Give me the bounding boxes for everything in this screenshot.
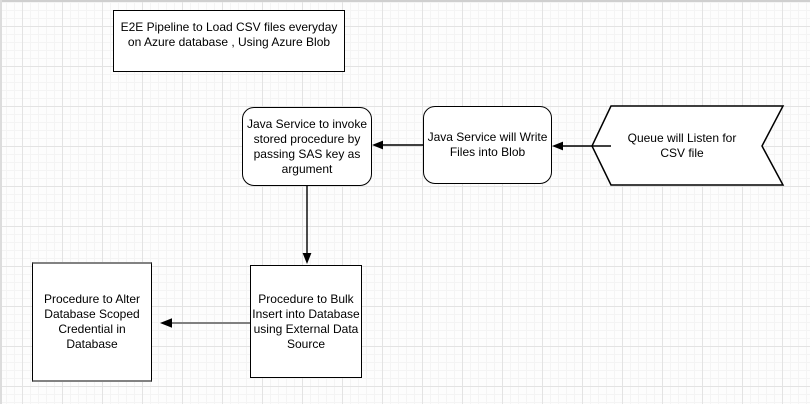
node-java-write-blob[interactable]: Java Service will Write Files into Blob [423, 106, 552, 184]
node-java-write-blob-label: Java Service will Write Files into Blob [427, 130, 548, 159]
node-java-invoke-procedure[interactable]: Java Service to invoke stored procedure … [242, 107, 372, 186]
node-pipeline-title[interactable]: E2E Pipeline to Load CSV files everyday … [113, 10, 345, 72]
node-alter-credential-procedure[interactable]: Procedure to Alter Database Scoped Crede… [32, 262, 152, 382]
node-bulk-insert-procedure[interactable]: Procedure to Bulk Insert into Database u… [250, 265, 362, 378]
edge-write-to-invoke[interactable] [372, 140, 423, 150]
canvas-top-edge [0, 0, 810, 2]
edge-queue-to-write[interactable] [552, 141, 611, 151]
canvas-left-edge [0, 0, 2, 404]
node-alter-credential-procedure-label: Procedure to Alter Database Scoped Crede… [43, 292, 141, 351]
node-queue-listener-label: Queue will Listen for CSV file [627, 130, 737, 160]
node-queue-listener[interactable]: Queue will Listen for CSV file [598, 106, 766, 185]
node-pipeline-title-label: E2E Pipeline to Load CSV files everyday … [120, 20, 338, 49]
edge-bulk-to-alter[interactable] [160, 318, 250, 328]
node-bulk-insert-procedure-label: Procedure to Bulk Insert into Database u… [252, 291, 360, 351]
edge-invoke-to-bulk[interactable] [302, 186, 312, 264]
node-java-invoke-procedure-label: Java Service to invoke stored procedure … [246, 116, 368, 176]
